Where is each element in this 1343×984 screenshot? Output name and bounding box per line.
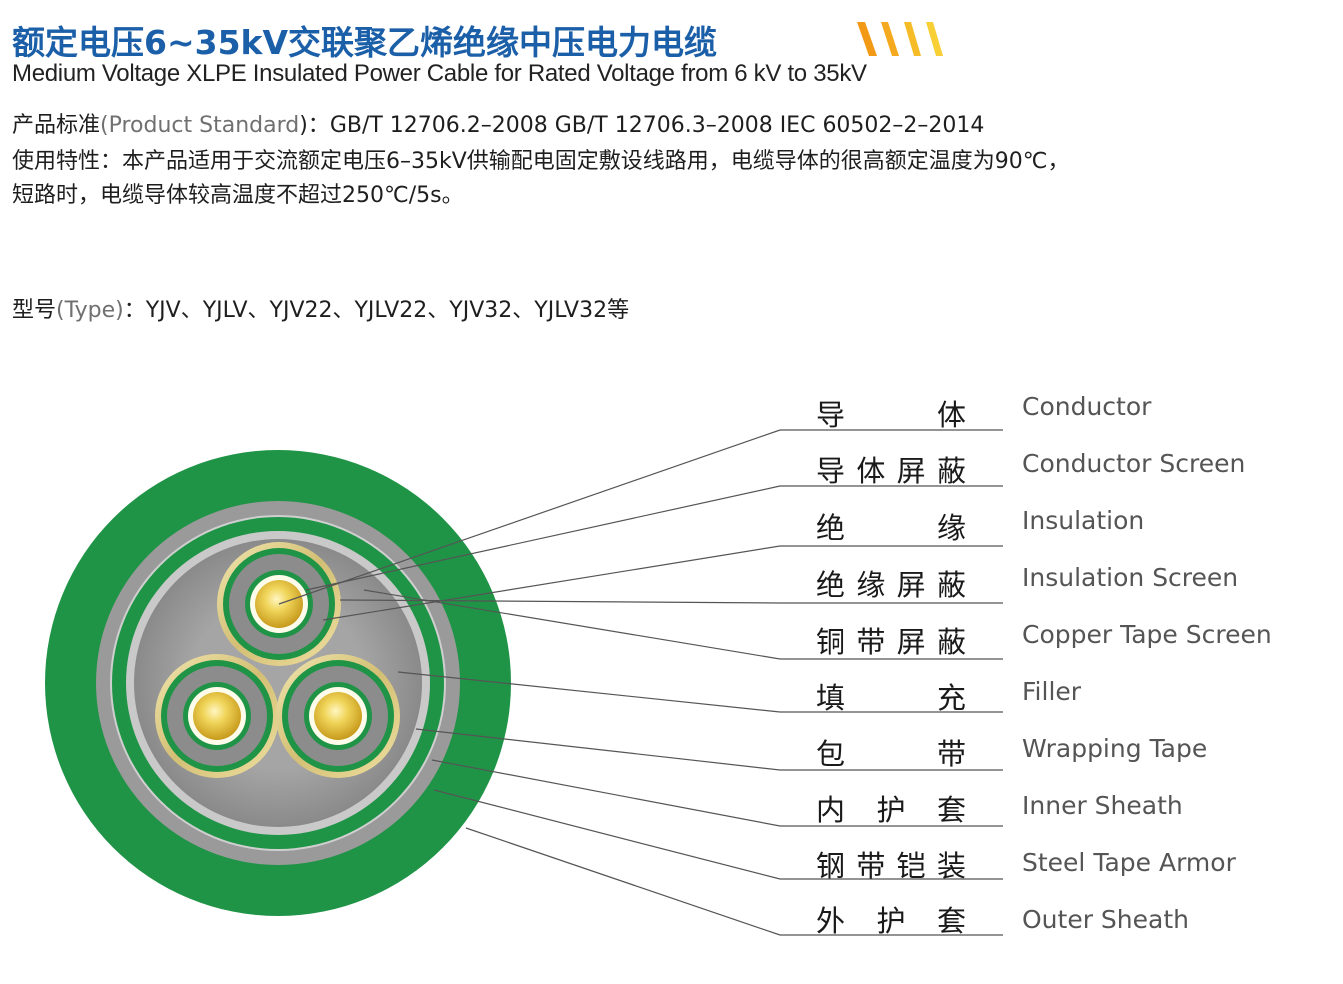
layer-leader-line xyxy=(305,485,781,591)
layer-label-char: 缘 xyxy=(856,568,886,602)
layer-label-char: 屏 xyxy=(896,625,926,659)
layer-leader-line xyxy=(397,671,781,713)
layer-label-char: 带 xyxy=(936,737,966,771)
layer-label-cn: 绝缘屏蔽 xyxy=(816,562,966,604)
layer-leader-line xyxy=(415,728,781,771)
layer-label-en: Insulation xyxy=(1022,506,1145,535)
layer-label-char: 护 xyxy=(876,793,906,827)
layer-label-en: Insulation Screen xyxy=(1022,563,1239,592)
layer-label-char: 带 xyxy=(856,625,886,659)
standard-separator: )： xyxy=(299,113,330,138)
layer-label-char: 绝 xyxy=(816,511,846,545)
layer-label-char: 内 xyxy=(816,793,846,827)
layer-label-en: Conductor xyxy=(1022,392,1152,421)
cable-core xyxy=(276,654,400,778)
product-standard: 产品标准(Product Standard)：GB/T 12706.2–2008… xyxy=(12,107,984,139)
layer-label-char: 套 xyxy=(936,904,966,938)
layer-label-en: Wrapping Tape xyxy=(1022,734,1208,763)
layer-label-char: 屏 xyxy=(896,454,926,488)
layer-label-char: 导 xyxy=(816,454,846,488)
page-title-cn: 额定电压6~35kV交联聚乙烯绝缘中压电力电缆 xyxy=(12,23,718,62)
layer-label-cn: 导体 xyxy=(816,392,966,434)
cable-types: 型号(Type)：YJV、YJLV、YJV22、YJLV22、YJV32、YJL… xyxy=(12,292,629,324)
page-title-en: Medium Voltage XLPE Insulated Power Cabl… xyxy=(12,60,867,87)
layer-label-cn: 绝缘 xyxy=(816,505,966,547)
layer-label-char: 蔽 xyxy=(936,454,966,488)
layer-leader-line xyxy=(363,589,781,660)
type-label-en: (Type) xyxy=(56,298,124,323)
layer-label-char: 体 xyxy=(936,398,966,432)
layer-leader-line xyxy=(278,429,781,605)
layer-label-cn: 钢带铠装 xyxy=(816,843,966,885)
layer-label-char: 包 xyxy=(816,737,846,771)
layer-label-char: 铜 xyxy=(816,625,846,659)
layer-label-cn: 包带 xyxy=(816,731,966,773)
conductor xyxy=(314,692,362,740)
cable-core xyxy=(155,654,279,778)
layer-label-char: 套 xyxy=(936,793,966,827)
layer-label-cn: 外护套 xyxy=(816,898,966,940)
layer-label-char: 屏 xyxy=(896,568,926,602)
type-label: 型号 xyxy=(12,298,57,323)
stripes-decoration-icon xyxy=(857,22,943,56)
layer-leader-line xyxy=(433,789,781,880)
standard-value: GB/T 12706.2–2008 GB/T 12706.3–2008 IEC … xyxy=(329,113,985,138)
layer-label-en: Inner Sheath xyxy=(1022,791,1183,820)
layer-label-char: 绝 xyxy=(816,568,846,602)
conductor xyxy=(193,692,241,740)
layer-label-char: 填 xyxy=(816,681,846,715)
standard-label: 产品标准 xyxy=(12,113,101,138)
standard-label-en: (Product Standard xyxy=(100,113,300,138)
layer-label-char: 装 xyxy=(936,849,966,883)
layer-label-cn: 导体屏蔽 xyxy=(816,448,966,490)
layer-leader-line xyxy=(465,827,781,936)
layer-label-char: 体 xyxy=(856,454,886,488)
layer-label-cn: 内护套 xyxy=(816,787,966,829)
layer-label-en: Outer Sheath xyxy=(1022,905,1189,934)
layer-label-en: Copper Tape Screen xyxy=(1022,620,1272,649)
layer-label-char: 蔽 xyxy=(936,568,966,602)
layer-label-en: Filler xyxy=(1022,677,1082,706)
layer-label-en: Steel Tape Armor xyxy=(1022,848,1236,877)
layer-label-char: 缘 xyxy=(936,511,966,545)
layer-label-cn: 铜带屏蔽 xyxy=(816,619,966,661)
layer-label-char: 蔽 xyxy=(936,625,966,659)
layer-leader-line xyxy=(339,599,781,604)
type-value: ：YJV、YJLV、YJV22、YJLV22、YJV32、YJLV32等 xyxy=(123,298,630,323)
layer-label-char: 带 xyxy=(856,849,886,883)
characteristics-line-2: 短路时，电缆导体较高温度不超过250℃/5s。 xyxy=(12,183,464,208)
layer-label-char: 外 xyxy=(816,904,846,938)
layer-leader-line xyxy=(431,759,781,827)
layer-label-char: 钢 xyxy=(816,849,846,883)
characteristics-line-1: 使用特性：本产品适用于交流额定电压6–35kV供输配电固定敷设线路用，电缆导体的… xyxy=(12,149,1070,174)
layer-label-char: 护 xyxy=(876,904,906,938)
layer-label-cn: 填充 xyxy=(816,675,966,717)
layer-leader-line xyxy=(322,545,781,621)
layer-label-char: 充 xyxy=(936,681,966,715)
layer-label-char: 导 xyxy=(816,398,846,432)
layer-label-char: 铠 xyxy=(896,849,926,883)
layer-label-en: Conductor Screen xyxy=(1022,449,1246,478)
